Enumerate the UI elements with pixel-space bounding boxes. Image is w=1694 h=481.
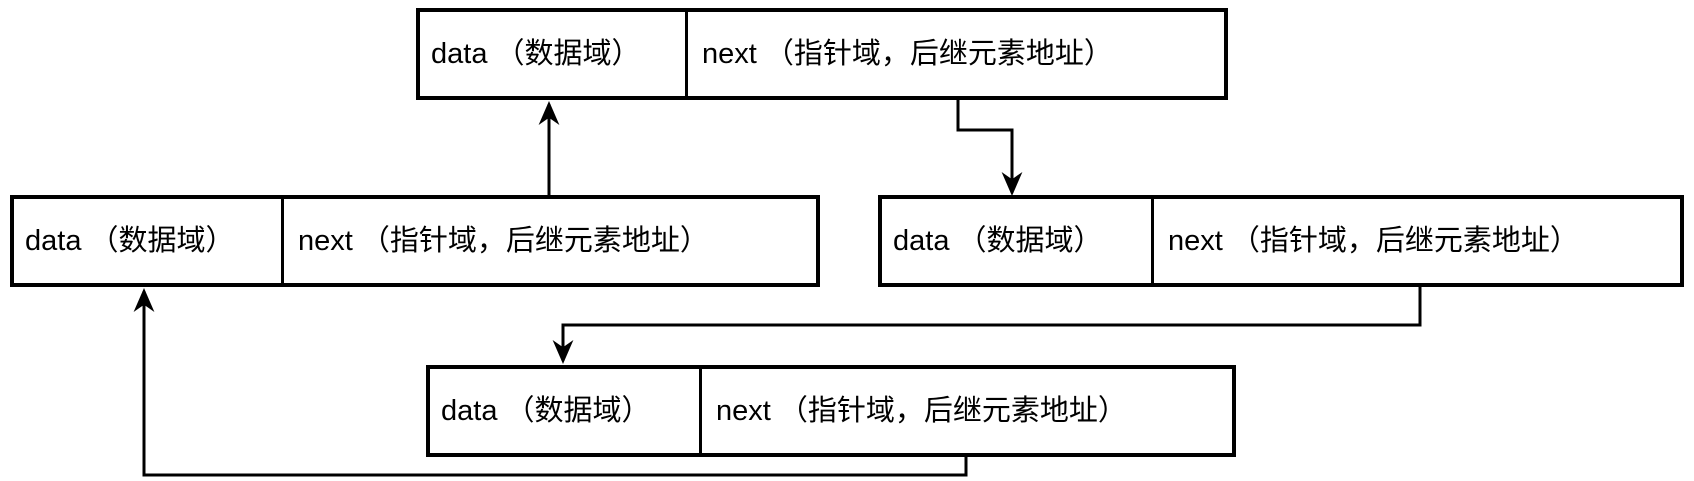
node-bottom-data-cell: data （数据域） — [430, 369, 702, 453]
node-right-data-cell: data （数据域） — [882, 199, 1154, 283]
arrow-bottom-next-to-left-data — [133, 288, 968, 477]
node-top-data-cell: data （数据域） — [420, 12, 688, 96]
node-bottom: data （数据域） next （指针域，后继元素地址） — [426, 365, 1236, 457]
arrow-right-next-to-bottom-data — [552, 287, 1422, 364]
node-right: data （数据域） next （指针域，后继元素地址） — [878, 195, 1684, 287]
node-left: data （数据域） next （指针域，后继元素地址） — [10, 195, 820, 287]
node-right-next-cell: next （指针域，后继元素地址） — [1168, 224, 1579, 257]
node-top: data （数据域） next （指针域，后继元素地址） — [416, 8, 1228, 100]
node-bottom-next-cell: next （指针域，后继元素地址） — [716, 394, 1127, 427]
node-top-next-cell: next （指针域，后继元素地址） — [702, 37, 1113, 70]
node-left-data-cell: data （数据域） — [14, 199, 284, 283]
node-left-next-cell: next （指针域，后继元素地址） — [298, 224, 709, 257]
arrow-top-next-to-right-data — [956, 100, 1023, 196]
